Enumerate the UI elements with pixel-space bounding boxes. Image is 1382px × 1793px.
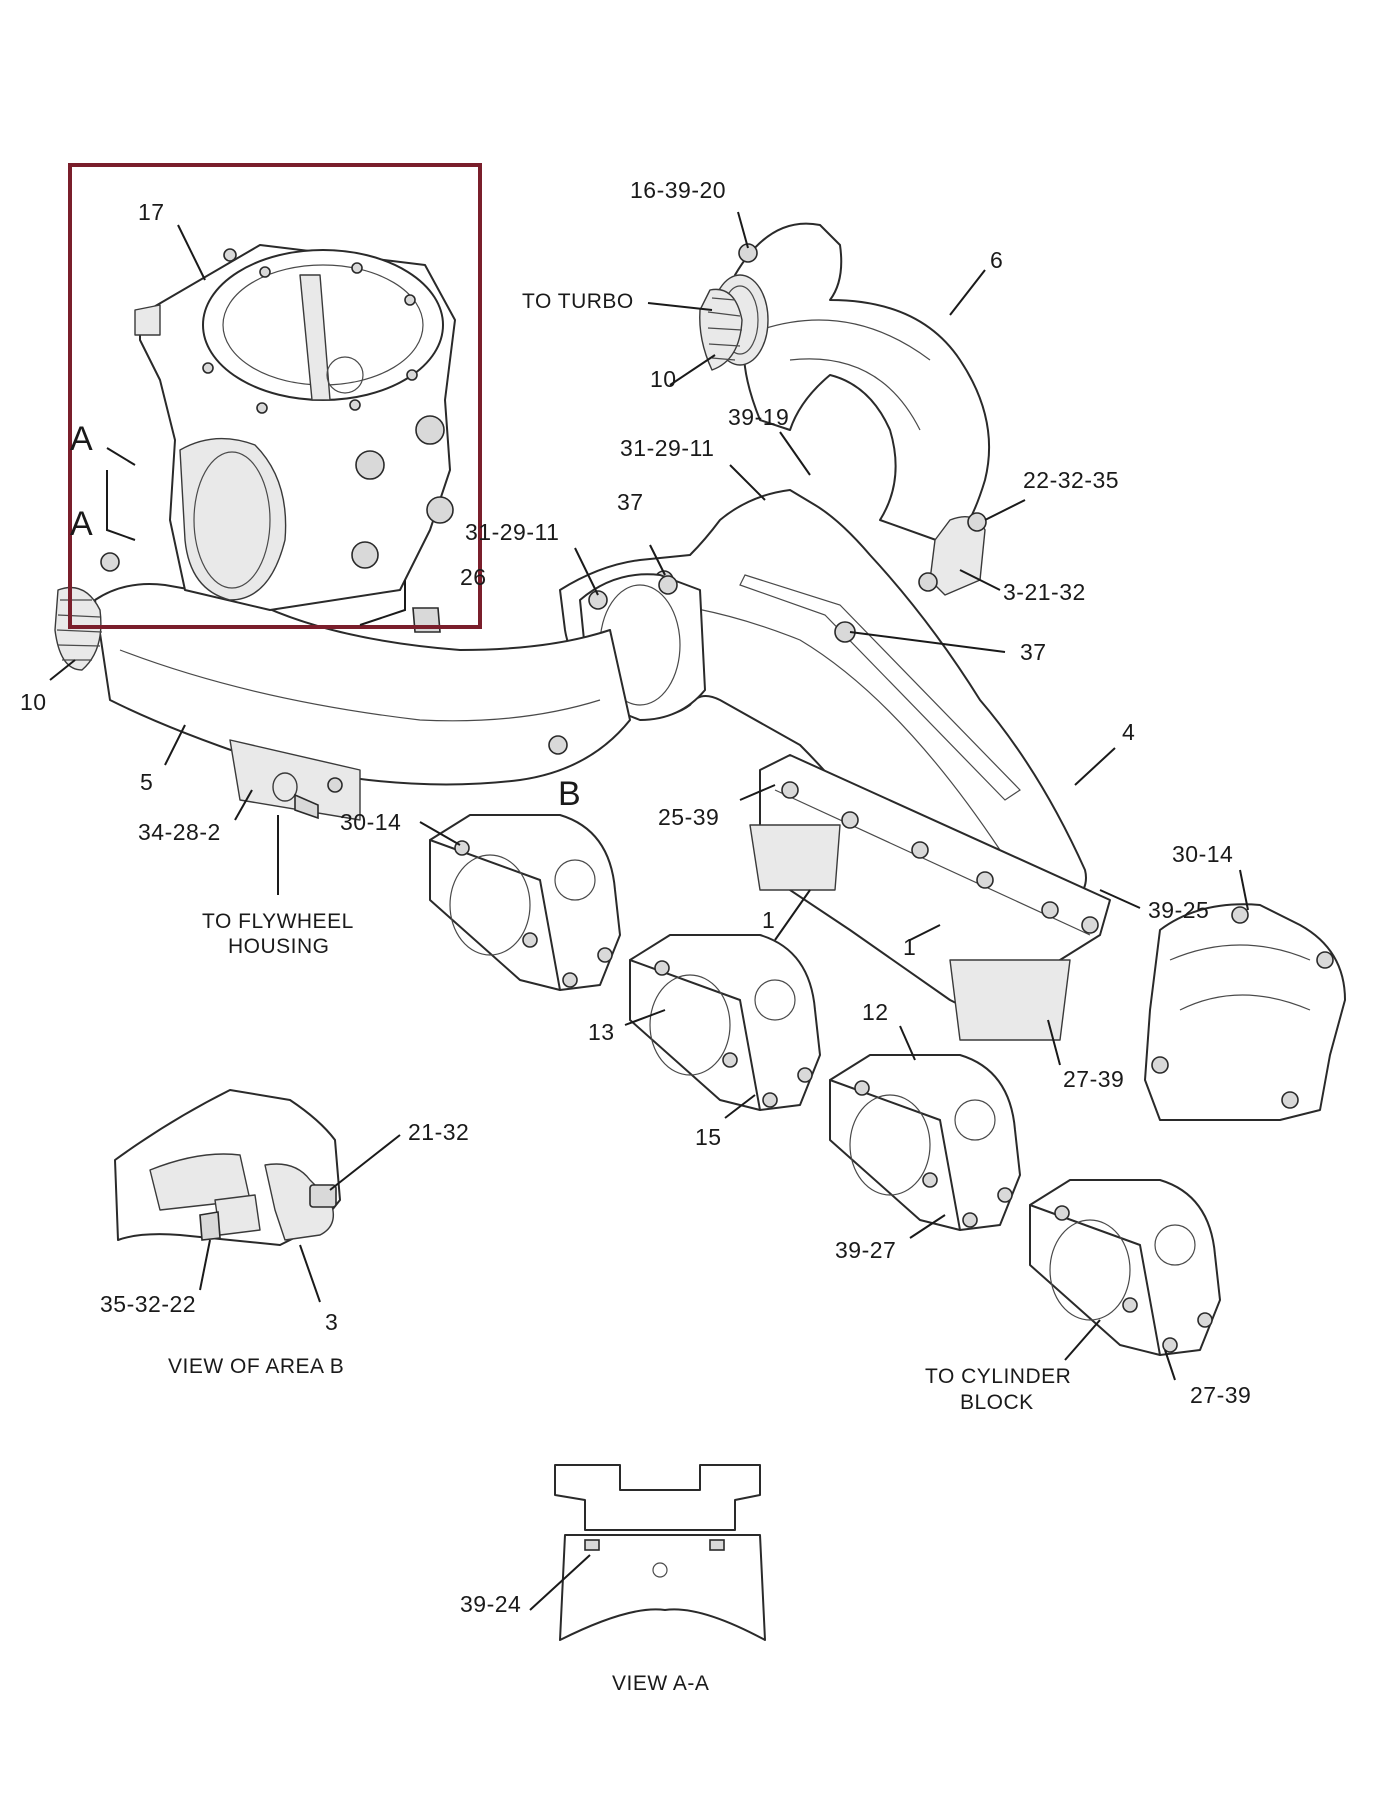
label-to-cylinder-line1: TO CYLINDER	[925, 1365, 1071, 1388]
label-15: 15	[695, 1124, 722, 1150]
view-area-b-detail	[114, 1089, 341, 1246]
label-35-32-22: 35-32-22	[100, 1291, 196, 1317]
label-34-28-2: 34-28-2	[138, 819, 221, 845]
label-21-32: 21-32	[408, 1119, 469, 1145]
label-27-39-lower: 27-39	[1190, 1382, 1251, 1408]
label-37-top: 37	[617, 489, 644, 515]
label-17: 17	[138, 199, 165, 225]
flywheel-fitting-part	[272, 772, 343, 820]
label-30-14-left: 30-14	[340, 809, 401, 835]
label-39-27: 39-27	[835, 1237, 896, 1263]
label-26: 26	[460, 564, 487, 590]
label-31-29-11-mid: 31-29-11	[465, 519, 559, 545]
label-4: 4	[1122, 719, 1135, 745]
label-view-aa: VIEW A-A	[612, 1672, 709, 1695]
label-10-left: 10	[20, 689, 47, 715]
label-to-flywheel-line2: HOUSING	[228, 935, 330, 958]
label-6: 6	[990, 247, 1003, 273]
view-aa-detail	[554, 1464, 766, 1641]
lower-elbow-part	[94, 583, 631, 821]
label-16-39-20: 16-39-20	[630, 177, 726, 203]
label-10-top: 10	[650, 366, 677, 392]
label-a-top: A	[70, 420, 93, 458]
exhaust-adapter-12	[829, 1054, 1021, 1231]
exhaust-adapter-lower-right	[1029, 1179, 1221, 1356]
valve-housing-part	[134, 244, 456, 611]
label-39-25: 39-25	[1148, 897, 1209, 923]
label-to-flywheel-line1: TO FLYWHEEL	[202, 910, 354, 933]
highlight-box	[68, 163, 482, 629]
label-27-39-upper: 27-39	[1063, 1066, 1124, 1092]
label-b: B	[558, 775, 581, 813]
label-25-39: 25-39	[658, 804, 719, 830]
exhaust-adapter-right	[1144, 903, 1346, 1121]
label-1-a: 1	[762, 907, 775, 933]
label-5: 5	[140, 769, 153, 795]
label-30-14-right: 30-14	[1172, 841, 1233, 867]
label-view-area-b: VIEW OF AREA B	[168, 1355, 344, 1378]
label-13: 13	[588, 1019, 615, 1045]
label-31-29-11-top: 31-29-11	[620, 435, 714, 461]
label-a-bottom: A	[70, 505, 93, 543]
label-22-32-35: 22-32-35	[1023, 467, 1119, 493]
exhaust-adapter-13	[629, 934, 821, 1111]
label-37-right: 37	[1020, 639, 1047, 665]
label-to-turbo: TO TURBO	[522, 290, 634, 313]
manifold-lower-block-part	[749, 754, 1111, 1041]
label-to-cylinder-line2: BLOCK	[960, 1391, 1034, 1414]
leader-lines	[49, 211, 1249, 1611]
label-39-19: 39-19	[728, 404, 789, 430]
callout-labels: 16-39-20 TO TURBO 6 10 39-19 31-29-11 22…	[20, 177, 1251, 1695]
label-3: 3	[325, 1309, 338, 1335]
exhaust-adapter-left	[429, 814, 621, 991]
label-39-24: 39-24	[460, 1591, 521, 1617]
turbo-elbow-part	[711, 222, 991, 546]
label-12: 12	[862, 999, 889, 1025]
label-3-21-32: 3-21-32	[1003, 579, 1086, 605]
label-1-b: 1	[903, 934, 916, 960]
